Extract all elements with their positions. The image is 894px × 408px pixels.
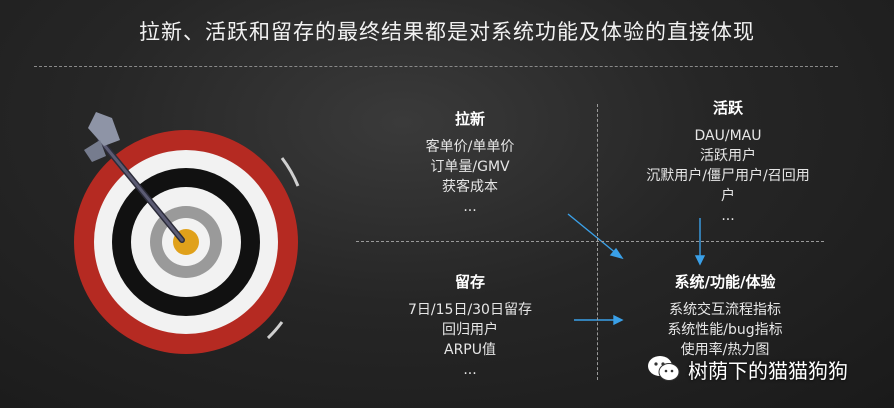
metric-line: 回归用户 [442,322,498,338]
target-highlight-arc [280,157,300,187]
quadrant-heading: 系统/功能/体验 [674,273,776,291]
metric-line: DAU/MAU [694,128,762,144]
dart-shaft [98,138,184,242]
metric-line: 系统交互流程指标 [669,302,781,318]
quadrant-vertical-divider [597,104,598,380]
metric-line: ARPU值 [444,342,496,358]
metric-line: 户 [721,188,735,204]
quadrant-heading: 活跃 [712,99,743,117]
arrow-acquisition-to-system [567,213,618,255]
quadrant-retention: 留存 7日/15日/30日留存 回归用户 ARPU值 ... [390,272,550,380]
watermark: 树荫下的猫猫狗狗 [646,352,848,386]
dart-fletching [88,112,120,146]
quadrant-system: 系统/功能/体验 系统交互流程指标 系统性能/bug指标 使用率/热力图 [640,272,810,360]
metric-line: 订单量/GMV [430,159,510,175]
quadrant-acquisition: 拉新 客单价/单单价 订单量/GMV 获客成本 ... [400,109,540,217]
target-icon [74,130,300,354]
quadrant-heading: 拉新 [454,110,485,128]
metric-line: 活跃用户 [700,148,756,164]
metric-line: 客单价/单单价 [425,139,515,155]
page-title: 拉新、活跃和留存的最终结果都是对系统功能及体验的直接体现 [139,20,755,44]
metric-line: ... [721,208,735,224]
metric-line: 7日/15日/30日留存 [408,302,532,318]
dart-icon [84,112,185,243]
wechat-icon [648,356,680,381]
metric-line: 使用率/热力图 [680,342,770,358]
metric-line: ... [463,362,477,378]
quadrant-horizontal-divider [356,241,824,242]
quadrant-activity: 活跃 DAU/MAU 活跃用户 沉默用户/僵尸用户/召回用 户 ... [630,98,826,226]
metric-line: ... [463,199,477,215]
flow-arrows [567,213,706,326]
watermark-text: 树荫下的猫猫狗狗 [688,358,848,383]
title-divider [34,66,838,67]
metric-line: 沉默用户/僵尸用户/召回用 [646,168,810,184]
metric-line: 系统性能/bug指标 [667,322,783,338]
dart-fletching-2 [84,140,106,162]
metric-line: 获客成本 [442,179,498,195]
quadrant-heading: 留存 [454,273,485,291]
target-highlight-arc-2 [266,321,284,340]
